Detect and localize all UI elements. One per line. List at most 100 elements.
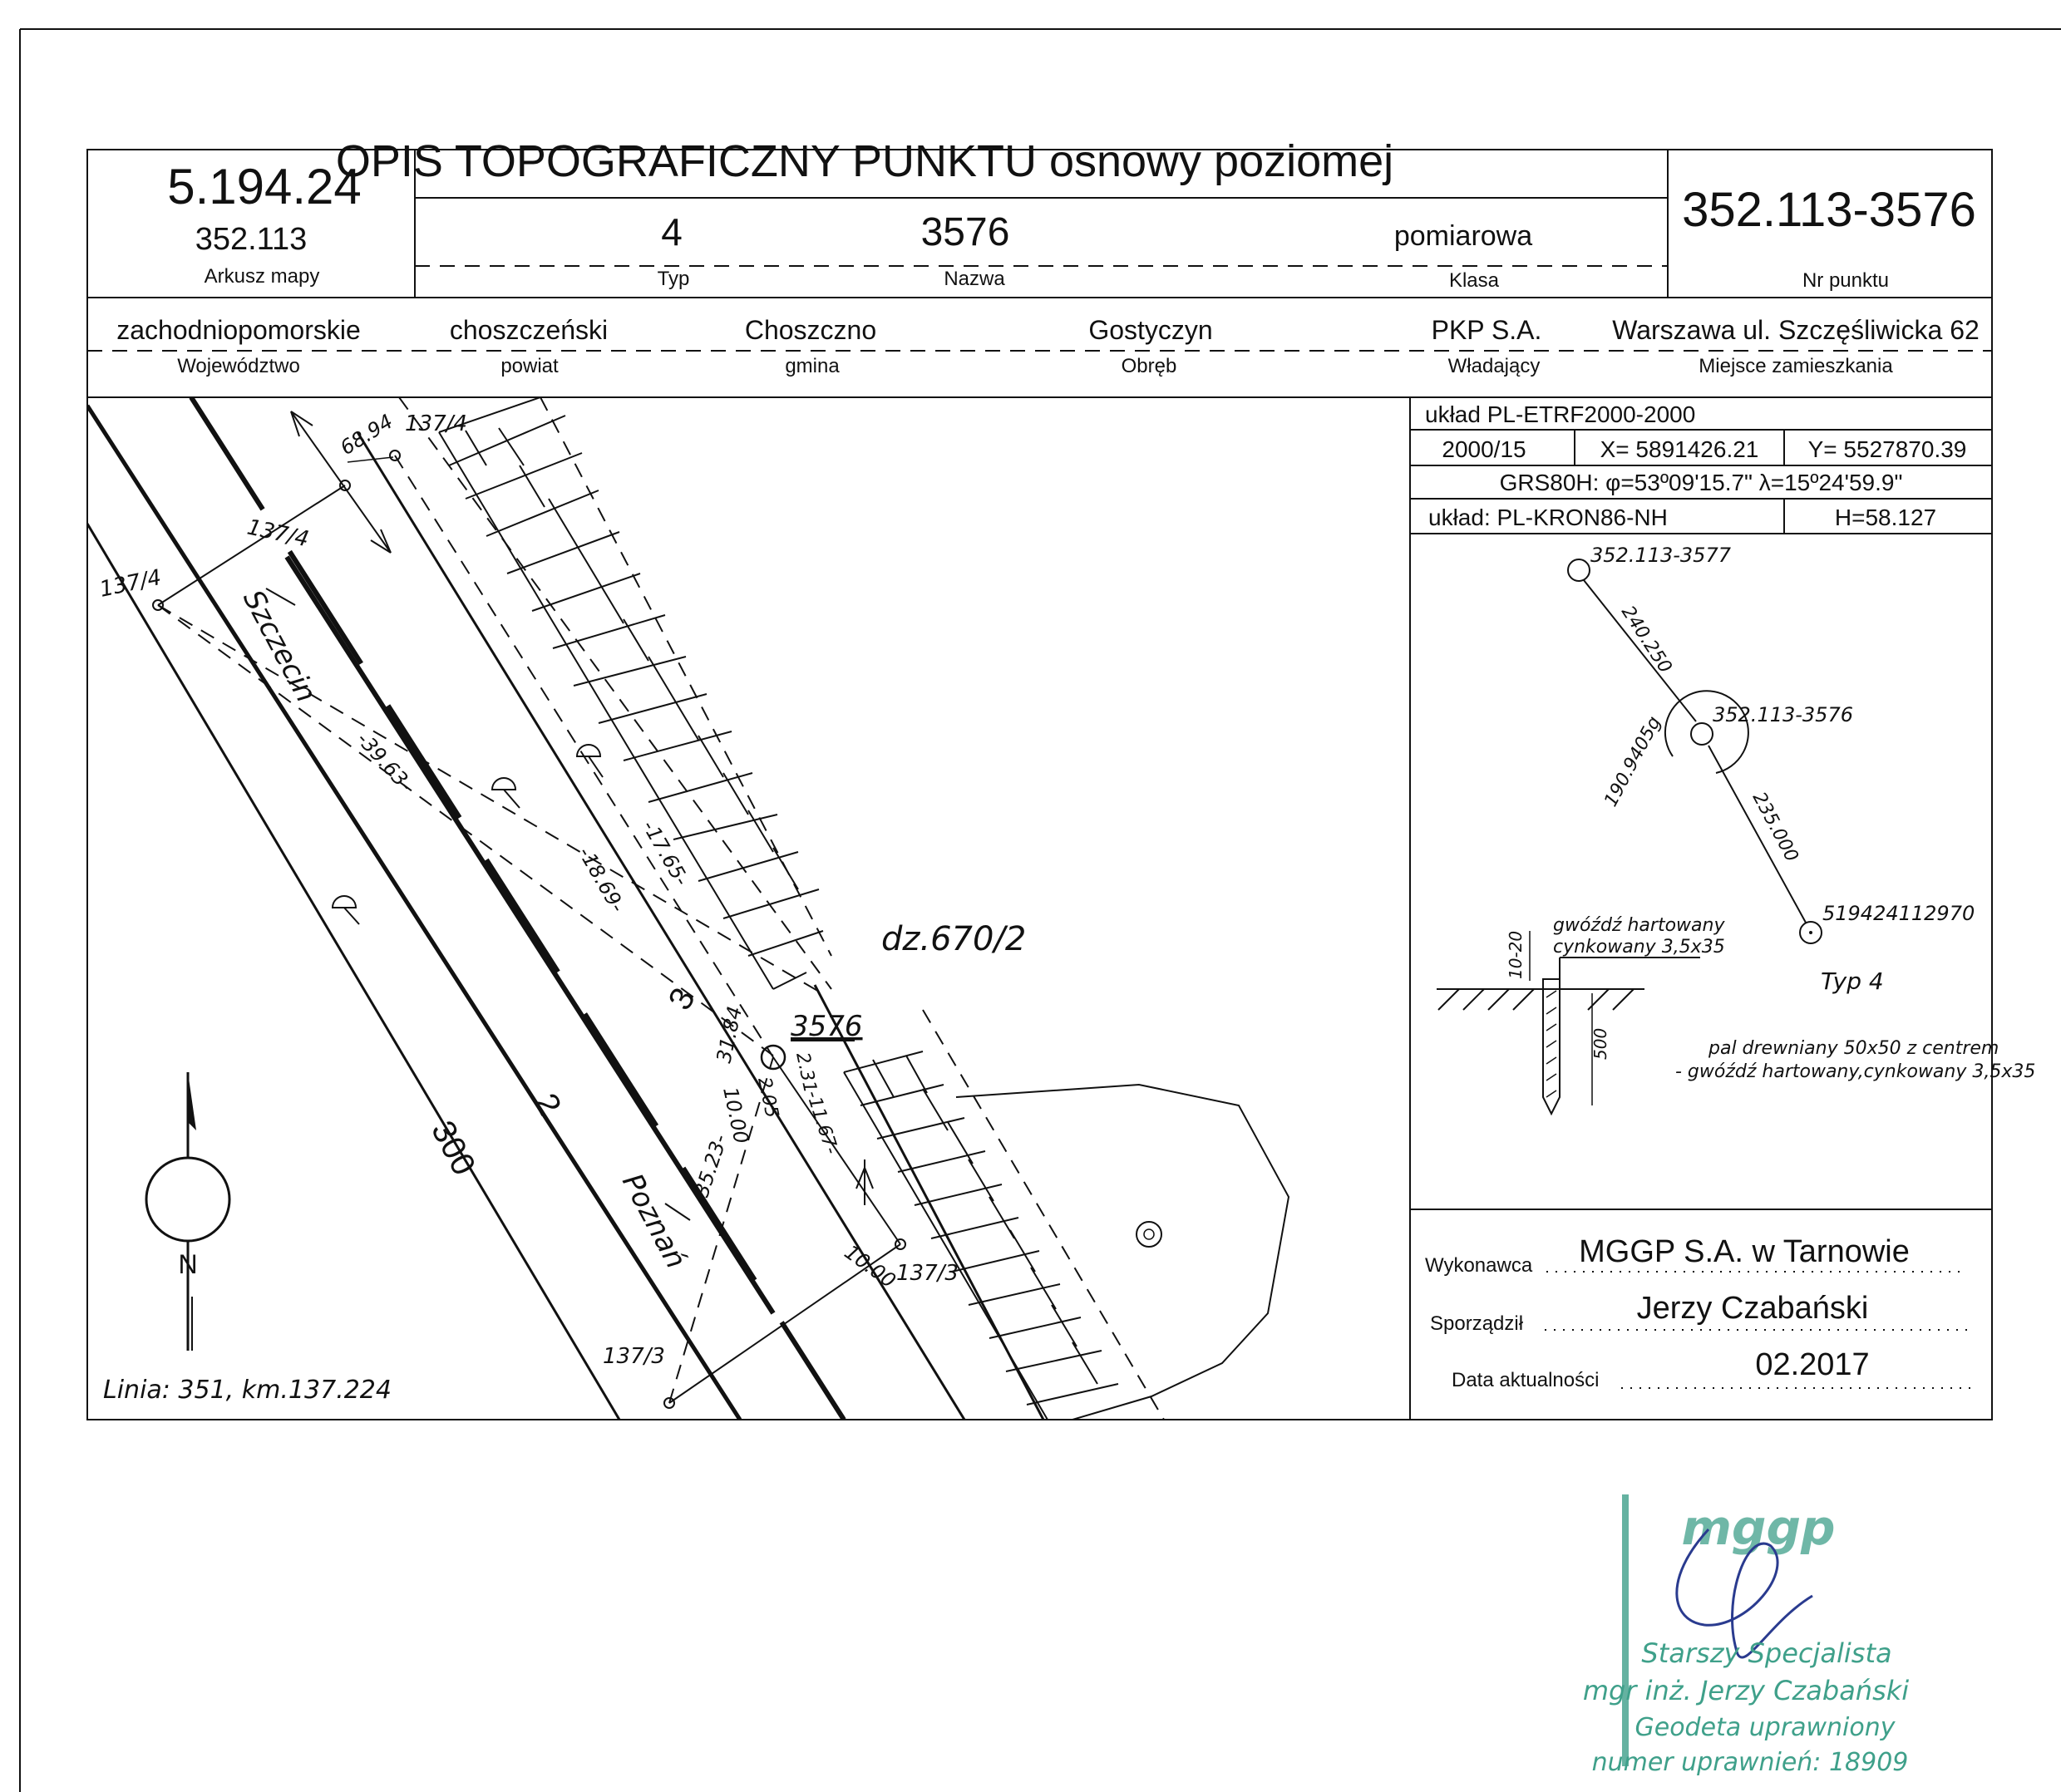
tree-icon xyxy=(1136,1221,1162,1248)
prepared-value: Jerzy Czabański xyxy=(1637,1291,1869,1326)
signature-icon xyxy=(1675,1528,1813,1659)
stamp-logo: mggp xyxy=(1682,1499,1836,1556)
reference-point-icon xyxy=(663,1397,675,1409)
track-300-label: 300 xyxy=(424,1115,482,1182)
reference-point-icon xyxy=(152,599,164,611)
north-arrow-icon xyxy=(145,1072,231,1351)
building-strip-upper xyxy=(398,398,832,990)
measure-line xyxy=(668,1243,901,1404)
date-value: 02.2017 xyxy=(1755,1347,1869,1382)
name-label: Nazwa xyxy=(944,268,1005,290)
point-number-value: 352.113-3576 xyxy=(1682,183,1976,237)
prepared-label: Sporządził xyxy=(1430,1312,1524,1335)
label-137-4-b: 137/4 xyxy=(245,515,312,553)
class-label: Klasa xyxy=(1449,269,1500,292)
arrow-icon xyxy=(370,529,392,554)
sketch-angle: 190.9405g xyxy=(1600,713,1665,810)
stamp-line-3: Geodeta uprawniony xyxy=(1635,1713,1896,1742)
date-label: Data aktualności xyxy=(1452,1369,1599,1391)
post-text-1: pal drewniany 50x50 z centrem xyxy=(1708,1038,1999,1059)
label-137-3-a: 137/3 xyxy=(896,1261,959,1286)
stamp-line-1: Starszy Specjalista xyxy=(1641,1637,1891,1669)
height-system: układ: PL-KRON86-NH xyxy=(1428,505,1668,530)
contractor-value: MGGP S.A. w Tarnowie xyxy=(1579,1234,1910,1269)
height-value: H=58.127 xyxy=(1835,505,1936,530)
page-title: OPIS TOPOGRAFICZNY PUNKTU osnowy poziome… xyxy=(336,136,1393,186)
sketch-bottom-point: 519424112970 xyxy=(1822,902,1975,925)
voivodeship-label: Województwo xyxy=(177,355,300,377)
map-area: N 137/4 137/4 137/4 137/3 137/3 68.94 -3… xyxy=(88,398,1290,1419)
arrow-icon xyxy=(265,588,296,606)
point-3576-label: 3576 xyxy=(791,1010,863,1043)
building-strip-lower xyxy=(843,1009,1165,1419)
nail-label-2: cynkowany 3,5x35 xyxy=(1553,937,1725,958)
survey-point-icon xyxy=(1690,722,1713,746)
line-info: Linia: 351, km.137.224 xyxy=(103,1376,392,1405)
survey-point-3576-icon xyxy=(760,1044,786,1071)
dist-18-69: -18.69- xyxy=(574,843,629,917)
nail-label-1: gwóźdź hartowany xyxy=(1553,915,1725,936)
dist-17-65: -17.65- xyxy=(638,816,693,890)
dist-2-31: 2.31 xyxy=(791,1051,821,1095)
coord-zone: 2000/15 xyxy=(1442,436,1526,462)
measure-line xyxy=(157,485,346,606)
stamp-line-4: numer uprawnień: 18909 xyxy=(1592,1748,1909,1777)
catenary-pole-icon xyxy=(491,777,520,809)
stamp-line-2: mgr inż. Jerzy Czabański xyxy=(1583,1675,1909,1706)
connection-sketch: 352.113-3577 352.113-3576 519424112970 2… xyxy=(1437,544,2035,1116)
type-value: 4 xyxy=(661,210,683,254)
track-line xyxy=(356,431,966,1419)
arrow-icon xyxy=(290,411,313,437)
arrow-icon xyxy=(664,1203,691,1221)
track-2-label: 2 xyxy=(527,1088,568,1121)
owner-value: PKP S.A. xyxy=(1432,315,1542,345)
track-line xyxy=(88,404,742,1419)
sketch-dist-top: 240.250 xyxy=(1617,603,1676,677)
coord-system: układ PL-ETRF2000-2000 xyxy=(1425,401,1695,427)
dist-11-67: -11.67- xyxy=(801,1088,841,1157)
label-137-3-b: 137/3 xyxy=(603,1344,665,1369)
owner-label: Władający xyxy=(1448,355,1541,377)
sketch-top-point: 352.113-3577 xyxy=(1590,544,1732,567)
track-line xyxy=(284,555,776,1315)
company-stamp: mggp Starszy Specjalista mgr inż. Jerzy … xyxy=(1583,1494,1909,1777)
type-label: Typ xyxy=(658,268,690,290)
survey-point-icon xyxy=(1799,921,1822,944)
type-text: Typ 4 xyxy=(1821,967,1884,995)
track-line xyxy=(88,523,621,1419)
coord-grs: GRS80H: φ=53º09'15.7" λ=15º24'59.9" xyxy=(1500,470,1903,495)
county-label: powiat xyxy=(500,355,559,377)
reference-point-icon xyxy=(339,480,351,491)
track-3-label: 3 xyxy=(662,982,703,1016)
commune-value: Choszczno xyxy=(745,315,876,345)
direction-szczecin: Szczecin xyxy=(236,584,323,707)
coord-x: X= 5891426.21 xyxy=(1600,436,1759,462)
form-frame xyxy=(86,149,1993,1420)
contractor-label: Wykonawca xyxy=(1425,1254,1533,1277)
voivodeship-value: zachodniopomorskie xyxy=(116,315,361,345)
measure-line xyxy=(157,604,774,1056)
commune-label: gmina xyxy=(785,355,840,377)
dist-35-23: -35.23- xyxy=(688,1131,732,1206)
parcel-boundary xyxy=(955,1083,1290,1419)
residence-value: Warszawa ul. Szczęśliwicka 62 xyxy=(1612,315,1980,345)
map-sheet-label: Arkusz mapy xyxy=(205,265,320,288)
measure-line-2 xyxy=(157,604,818,992)
catenary-pole-icon xyxy=(575,744,604,778)
reference-point-icon xyxy=(895,1238,906,1250)
angle-arc xyxy=(1664,690,1749,774)
depth-top: 10-20 xyxy=(1506,931,1526,979)
survey-point-icon xyxy=(1567,559,1590,582)
depth-value: 500 xyxy=(1590,1028,1610,1060)
measure-line xyxy=(772,1056,901,1245)
map-sheet-main: 5.194.24 xyxy=(167,159,362,214)
direction-poznan: Poznań xyxy=(615,1168,693,1273)
label-137-4-a: 137/4 xyxy=(405,411,467,436)
measure-line xyxy=(668,1056,774,1404)
coord-y: Y= 5527870.39 xyxy=(1808,436,1967,462)
arrow-head xyxy=(855,1165,874,1189)
map-sheet-code: 352.113 xyxy=(195,222,308,257)
sketch-center-point: 352.113-3576 xyxy=(1713,703,1853,726)
precinct-label: Obręb xyxy=(1122,355,1177,377)
